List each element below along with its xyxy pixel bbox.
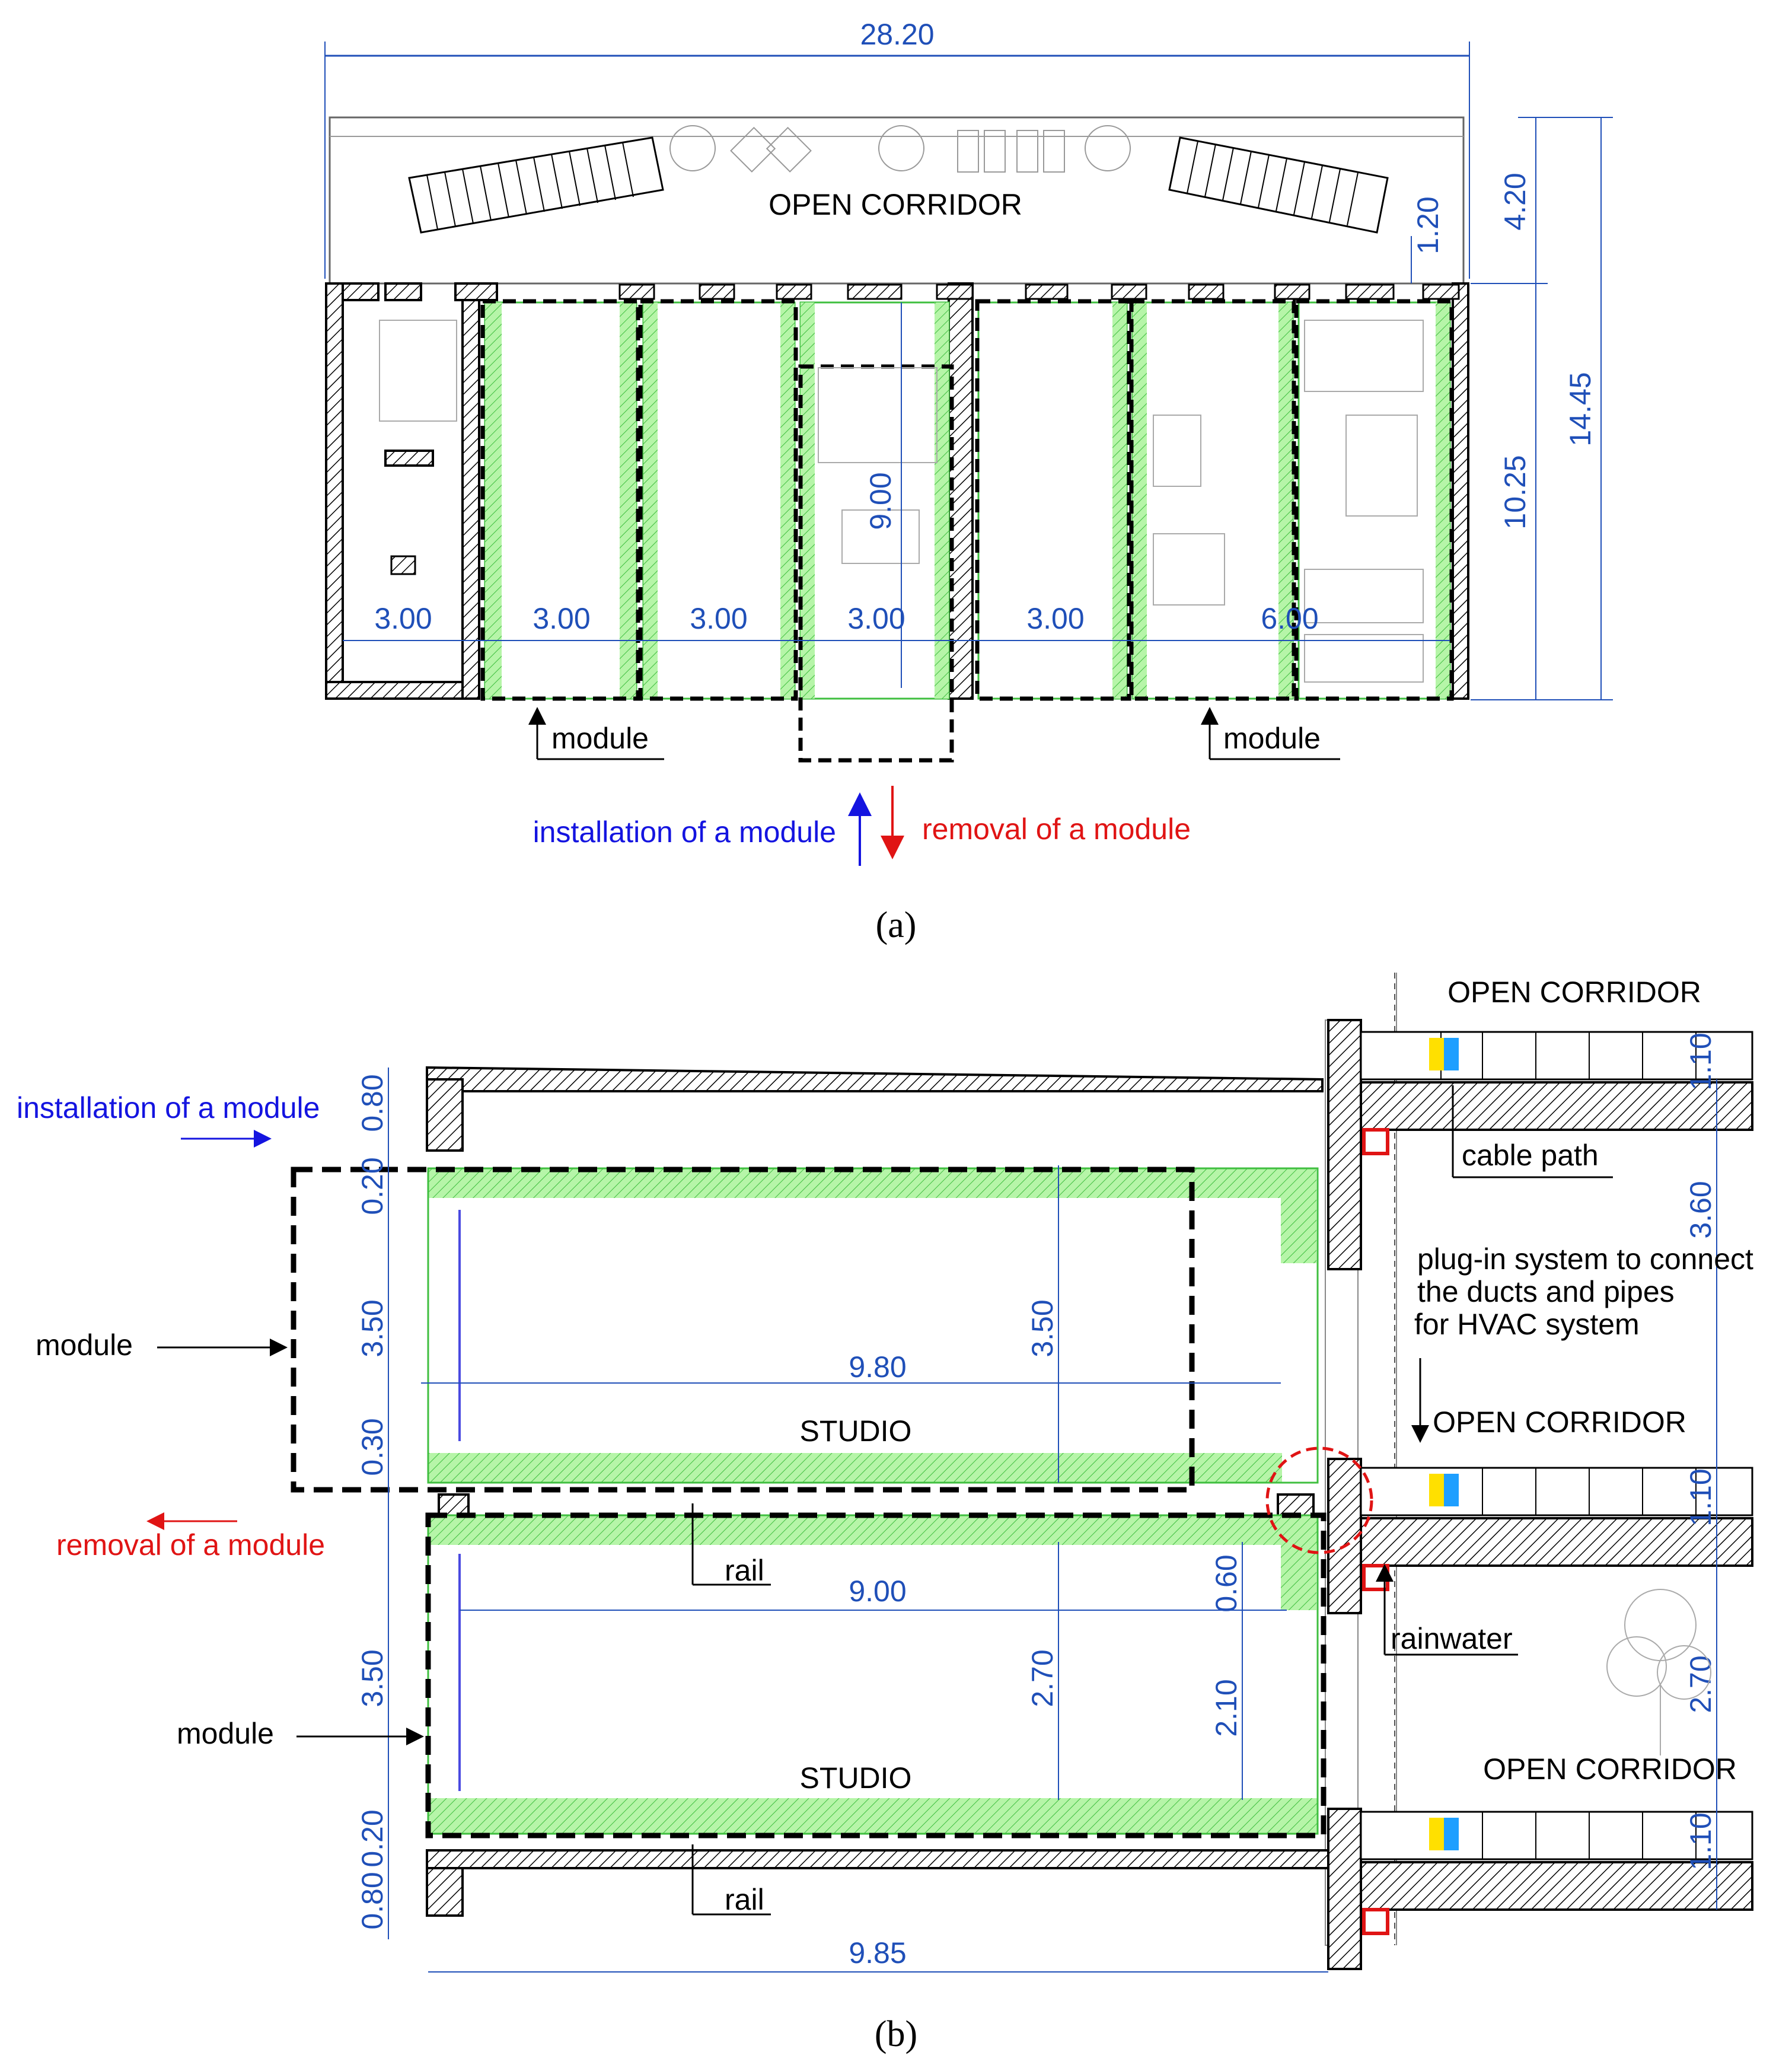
dim-left-1: 0.20 [356,1157,389,1215]
dim-left-2: 3.50 [356,1299,389,1357]
tree-sketch [1606,1589,1711,1755]
dim-left-6: 0.80 [356,1872,389,1929]
caption-b: (b) [875,2014,917,2054]
dim-9-00: 9.00 [849,1575,906,1608]
bay-width-1: 3.00 [374,602,432,635]
section-corridor-label-bottom: OPEN CORRIDOR [1483,1752,1737,1786]
section-module-label-upper: module [36,1328,133,1362]
dim-0-60: 0.60 [1210,1554,1243,1612]
plan-module-pointer-right: module [1201,707,1340,760]
module-depth-dim: 9.00 [864,472,897,530]
left-staircase [408,136,664,234]
section-corridor-label-mid: OPEN CORRIDOR [1433,1406,1686,1439]
rail-label-lower: rail [725,1883,764,1916]
dim-left-0: 0.80 [356,1074,389,1132]
dim-14-45: 14.45 [1564,372,1597,446]
plan-view: 28.20 [324,18,1613,945]
section-install-label: installation of a module [17,1091,320,1124]
plan-install-label: installation of a module [533,815,836,849]
dim-1-10-top: 1.10 [1684,1033,1717,1090]
cable-path-label: cable path [1462,1139,1599,1172]
overall-width-label: 28.20 [860,18,934,51]
section-slabs [426,1019,1753,1970]
overall-width-dimension: 28.20 [324,18,1470,279]
plan-removal-label: removal of a module [922,812,1191,846]
corridor-outline [329,116,1465,285]
section-corridor-label-top: OPEN CORRIDOR [1447,976,1701,1009]
hvac-ducts [1429,1038,1459,1850]
studio-label-upper: STUDIO [800,1414,912,1448]
section-view: 0.80 0.20 3.50 0.30 3.50 0.20 0.80 9.80 … [17,973,1753,2054]
lower-module [425,1512,1327,1838]
plan-module-pointer-left: module [528,707,664,760]
dim-1-20: 1.20 [1411,196,1445,254]
interior-furniture [379,320,1424,683]
upper-module [291,1167,1319,1493]
studio-label-lower: STUDIO [800,1761,912,1795]
section-corridor-decks [1360,1031,1753,1860]
corridor-furniture [669,125,1131,173]
bay-width-2: 3.00 [533,602,590,635]
plan-walls [325,282,1469,700]
corridor-label: OPEN CORRIDOR [769,188,1022,221]
dim-1-10-mid: 1.10 [1684,1468,1717,1526]
dim-9-85: 9.85 [849,1936,906,1970]
plan-modules [480,299,1454,763]
section-module-label-lower: module [177,1717,274,1750]
dim-left-3: 0.30 [356,1418,389,1476]
dim-1-10-bottom: 1.10 [1684,1812,1717,1870]
dim-2-10: 2.10 [1210,1679,1243,1736]
plugin-label-line-1: plug-in system to connect [1417,1242,1753,1276]
dim-4-20: 4.20 [1498,173,1532,230]
bay-width-5: 3.00 [1026,602,1084,635]
rail-label-upper: rail [725,1554,764,1587]
dim-10-25: 10.25 [1498,455,1532,529]
dim-left-5: 0.20 [356,1809,389,1867]
plugin-highlight-circle [1265,1446,1373,1554]
dim-3-50: 3.50 [1026,1299,1059,1357]
module-label-right: module [1223,722,1321,755]
section-removal-label: removal of a module [56,1528,325,1562]
dim-left-4: 3.50 [356,1649,389,1707]
caption-a: (a) [876,905,917,945]
corridor-wall-piers [618,283,1460,300]
plugin-label-line-3: for HVAC system [1414,1308,1640,1341]
plan-right-dimensions [1411,117,1613,700]
dim-2-70-right: 2.70 [1684,1655,1717,1713]
bay-width-4: 3.00 [847,602,905,635]
plugin-label-line-2: the ducts and pipes [1417,1275,1675,1308]
dim-9-80: 9.80 [849,1350,906,1384]
dim-2-70: 2.70 [1026,1649,1059,1707]
dim-3-60: 3.60 [1684,1181,1717,1238]
bay-width-3: 3.00 [690,602,747,635]
module-label-left: module [551,722,649,755]
bay-width-6: 6.00 [1261,602,1318,635]
right-staircase [1168,136,1389,234]
rainwater-label: rainwater [1391,1622,1513,1655]
